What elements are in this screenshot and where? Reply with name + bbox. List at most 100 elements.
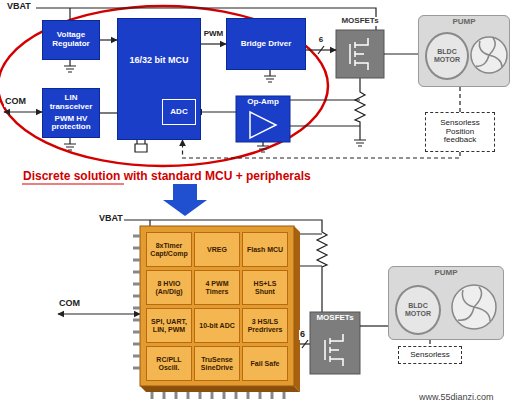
chip-side [140, 386, 300, 392]
chip-pin [133, 343, 140, 346]
chip-pin [211, 392, 214, 399]
node-text: BLDC MOTOR [400, 302, 436, 318]
pump-node: PUMPBLDC MOTOR [388, 266, 504, 340]
chip-side [294, 226, 300, 392]
node-text: Fail Safe [251, 360, 280, 367]
chip-pin [133, 355, 140, 358]
pump-node: PUMP BLDC MOTOR [418, 15, 510, 87]
mosfet-box [310, 312, 360, 374]
chip-block: Fail Safe [242, 346, 288, 381]
node-text: Sensorless [410, 351, 450, 360]
driver-box: Bridge Driver [226, 18, 306, 70]
chip-pin [133, 235, 140, 238]
chip-pin [199, 392, 202, 399]
chip-pin [259, 392, 262, 399]
node-text: TruSense SineDrive [196, 356, 238, 371]
mosfet-node: MOSFETs [336, 30, 384, 78]
chip-block: TruSense SineDrive [194, 346, 240, 381]
chip-pin [133, 247, 140, 250]
node-text: RC/PLL Oscill. [148, 356, 190, 371]
crystal-symbol [135, 140, 147, 152]
caption-underline [22, 183, 124, 184]
chip-block: 3 HS/LS Predrivers [242, 308, 288, 343]
chip-pin [247, 392, 250, 399]
chip-block: Flash MCU [242, 232, 288, 267]
chip-block: RC/PLL Oscill. [146, 346, 192, 381]
feedback-line [459, 87, 460, 112]
chip-pin [133, 259, 140, 262]
node-text: Flash MCU [247, 246, 283, 253]
transition-arrow [163, 184, 207, 216]
connector [360, 325, 388, 326]
impeller [452, 285, 496, 329]
node-text: VREG [207, 246, 227, 253]
ground-symbol [264, 70, 276, 82]
chip-pin [223, 392, 226, 399]
mosfet-node: MOSFETs [310, 312, 360, 374]
node-text: Op-Amp [247, 98, 279, 107]
edge-label: PWM [203, 30, 225, 39]
chip-pin [235, 392, 238, 399]
connector [201, 43, 226, 44]
node-text: Sensorless Position feedback [429, 119, 491, 146]
chip-pin [133, 271, 140, 274]
chip-pin [283, 392, 286, 399]
caption: Discrete solution with standard MCU + pe… [22, 170, 312, 183]
highlight-ellipse [0, 6, 328, 166]
motor-circle: BLDC MOTOR [425, 32, 469, 80]
node-text: ADC [170, 108, 187, 117]
feedback-box: Sensorless Position feedback [425, 112, 495, 152]
chip-block: 10-bit ADC [194, 308, 240, 343]
connector [100, 39, 117, 40]
com-arrow [4, 111, 42, 112]
feedback-box: Sensorless [398, 346, 462, 364]
transceiver-box: LIN transceiverPWM HV protection [42, 88, 100, 138]
impeller [471, 37, 507, 73]
signal-label: COM [58, 299, 81, 309]
opamp-box [236, 96, 290, 142]
chip-block: 4 PWM Timers [194, 270, 240, 305]
chip-block: 8 HVIO (An/Dig) [146, 270, 192, 305]
chip-pin [163, 392, 166, 399]
process-box: Voltage Regulator [42, 20, 100, 60]
signal-label: VBAT [6, 2, 32, 12]
watermark: www.55dianzi.com [418, 393, 495, 403]
mosfet-symbol [350, 38, 368, 70]
node-text: Voltage Regulator [46, 31, 96, 49]
node-text: BLDC MOTOR [430, 48, 464, 64]
chip-pin [133, 307, 140, 310]
chip-block: 8xTimer Capt/Comp [146, 232, 192, 267]
chip-body [140, 226, 294, 386]
node-text: 3 HS/LS Predrivers [244, 318, 286, 333]
node-text: 10-bit ADC [199, 322, 235, 329]
node-text: 8 HVIO (An/Dig) [148, 280, 190, 295]
vbat-branch [149, 220, 150, 226]
node-text: MOSFETs [316, 314, 353, 323]
chip-pin [151, 392, 154, 399]
node-text: HS+LS Shunt [244, 280, 286, 295]
chip-pin [133, 367, 140, 370]
connector [384, 53, 418, 54]
chip-pin [133, 331, 140, 334]
connector [196, 111, 236, 112]
bus-slash [318, 46, 324, 54]
node-text: 4 PWM Timers [196, 280, 238, 295]
chip-pin [271, 392, 274, 399]
chip-pin [133, 283, 140, 286]
pump-housing [388, 266, 504, 340]
chip-pin [175, 392, 178, 399]
chip-pin [187, 392, 190, 399]
opamp-node: Op-Amp [236, 96, 290, 142]
chip-block: VREG [194, 232, 240, 267]
mosfet-symbol [325, 334, 343, 366]
node-text: 16/32 bit MCU [129, 55, 188, 65]
chip-pin [133, 295, 140, 298]
sense-wire [290, 125, 360, 126]
opamp-triangle [250, 112, 276, 138]
node-text: SPI, UART, LIN, PWM [148, 318, 190, 333]
mcu-box: 16/32 bit MCU ADC [117, 18, 201, 140]
com-arrow [58, 313, 140, 314]
node-text: MOSFETs [328, 17, 392, 26]
node-text: PUMP [452, 18, 475, 27]
